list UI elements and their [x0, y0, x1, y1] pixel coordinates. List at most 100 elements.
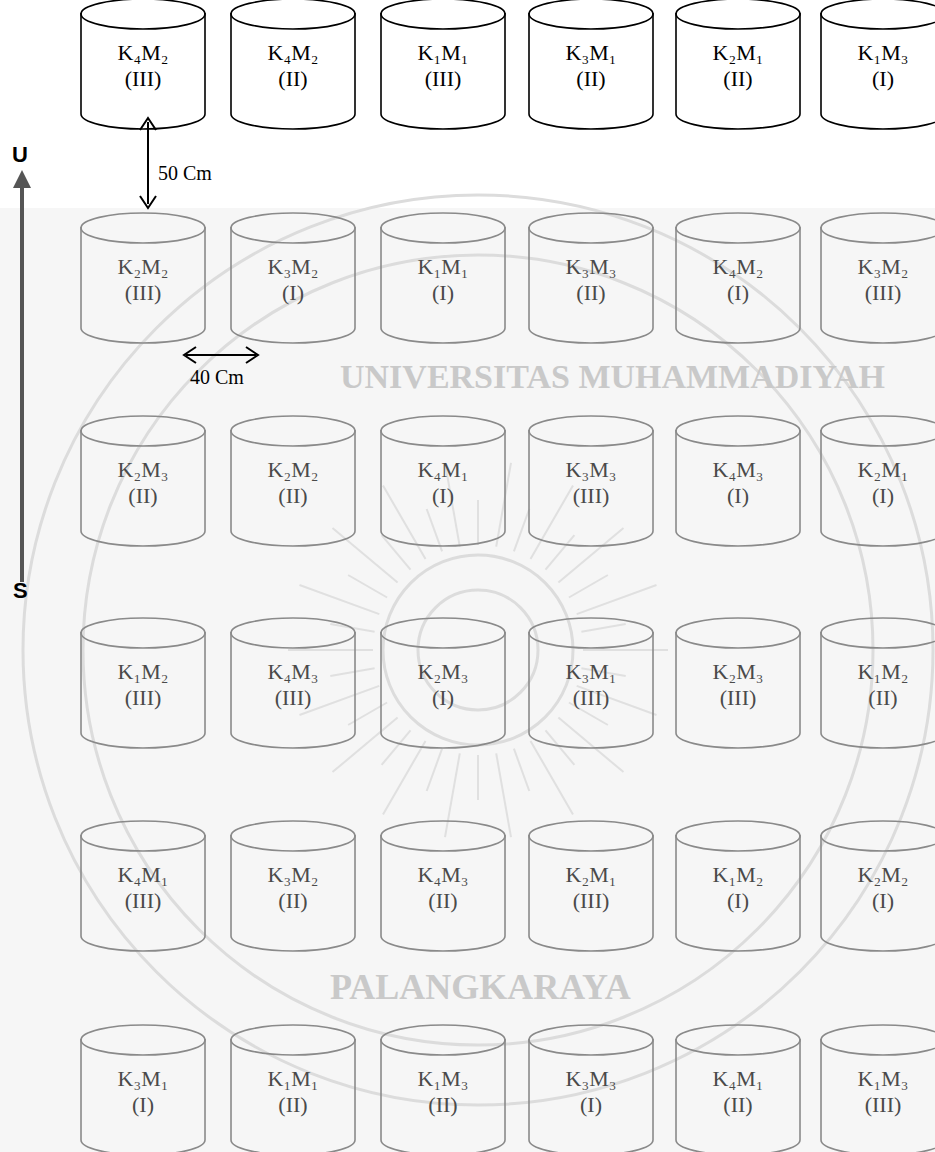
watermark-ray: [300, 686, 380, 715]
treatment-code: K₃M₂: [820, 254, 935, 280]
pot-body: [231, 632, 355, 748]
pot-body: [676, 227, 800, 343]
pot-rim: [529, 1025, 653, 1055]
treatment-code: K₁M₃: [380, 1066, 506, 1092]
pot-rim: [529, 821, 653, 851]
watermark-ray: [581, 624, 625, 632]
treatment-code: K₄M₂: [230, 40, 356, 66]
treatment-code: K₂M₂: [230, 457, 356, 483]
pot-body: [821, 227, 935, 343]
pot: K₄M₂(I): [675, 212, 801, 344]
watermark-ray: [558, 528, 623, 583]
pot: K₃M₁(I): [80, 1024, 206, 1152]
replicate-number: (III): [820, 280, 935, 306]
replicate-number: (I): [675, 483, 801, 509]
treatment-code: K₃M₂: [230, 862, 356, 888]
pot-body: [231, 13, 355, 129]
replicate-number: (II): [230, 483, 356, 509]
watermark-ray: [531, 486, 574, 560]
treatment-code: K₄M₁: [675, 1066, 801, 1092]
replicate-number: (I): [675, 280, 801, 306]
pot-rim: [81, 821, 205, 851]
replicate-number: (I): [820, 483, 935, 509]
replicate-number: (I): [675, 888, 801, 914]
watermark-ray: [383, 486, 426, 560]
pot-body: [81, 430, 205, 546]
pot: K₃M₁(III): [528, 617, 654, 749]
pot-body: [529, 632, 653, 748]
pot-body: [231, 835, 355, 951]
replicate-number: (II): [230, 1092, 356, 1118]
pot: K₁M₁(II): [230, 1024, 356, 1152]
dimension-arrowhead: [246, 347, 258, 363]
pot: K₁M₃(II): [380, 1024, 506, 1152]
pot-body: [381, 430, 505, 546]
replicate-number: (I): [528, 1092, 654, 1118]
pot-rim: [381, 213, 505, 243]
treatment-code: K₃M₁: [528, 659, 654, 685]
pot-rim: [381, 416, 505, 446]
pot-body: [676, 835, 800, 951]
replicate-number: (III): [380, 66, 506, 92]
pot: K₃M₃(II): [528, 212, 654, 344]
watermark-ray: [427, 749, 442, 791]
pot: K₄M₂(II): [230, 0, 356, 130]
pot-body: [381, 1039, 505, 1152]
dimension-line: [147, 122, 149, 204]
pot: K₄M₃(I): [675, 415, 801, 547]
pot-body: [529, 430, 653, 546]
pot: K₃M₃(III): [528, 415, 654, 547]
replicate-number: (II): [528, 280, 654, 306]
watermark-ray: [531, 741, 574, 815]
pot-body: [529, 227, 653, 343]
replicate-number: (I): [380, 483, 506, 509]
pot: K₄M₁(II): [675, 1024, 801, 1152]
watermark-emblem: [23, 195, 933, 1105]
pot-rim: [81, 213, 205, 243]
pot-body: [821, 632, 935, 748]
pot-rim: [529, 213, 653, 243]
pot-rim: [81, 0, 205, 29]
pot-rim: [676, 618, 800, 648]
treatment-code: K₁M₂: [675, 862, 801, 888]
south-label: S: [13, 578, 28, 604]
pot-body: [529, 13, 653, 129]
pot-body: [81, 632, 205, 748]
pot: K₂M₃(III): [675, 617, 801, 749]
watermark-ray: [477, 755, 479, 800]
pot-rim: [821, 416, 935, 446]
pot: K₁M₂(I): [675, 820, 801, 952]
pot: K₂M₃(II): [80, 415, 206, 547]
pot-rim: [676, 416, 800, 446]
watermark-ray: [583, 649, 668, 651]
pot-rim: [821, 1025, 935, 1055]
dimension-arrowhead: [140, 196, 156, 208]
pot-body: [81, 13, 205, 129]
pot-rim: [821, 213, 935, 243]
treatment-code: K₂M₃: [380, 659, 506, 685]
pot-body: [81, 1039, 205, 1152]
dimension-label: 50 Cm: [158, 162, 212, 185]
watermark-ground: [0, 208, 935, 1152]
pot-rim: [529, 618, 653, 648]
replicate-number: (I): [820, 888, 935, 914]
watermark-text: UNIVERSITAS MUHAMMADIYAH: [340, 358, 885, 396]
pot-rim: [676, 821, 800, 851]
treatment-code: K₂M₃: [675, 659, 801, 685]
treatment-code: K₄M₃: [230, 659, 356, 685]
treatment-code: K₄M₃: [675, 457, 801, 483]
replicate-number: (II): [820, 685, 935, 711]
pot-body: [676, 430, 800, 546]
replicate-number: (III): [80, 888, 206, 914]
pot-rim: [81, 416, 205, 446]
treatment-code: K₂M₁: [820, 457, 935, 483]
watermark-ray: [496, 753, 511, 837]
pot-body: [381, 13, 505, 129]
pot-body: [529, 835, 653, 951]
pot-rim: [381, 618, 505, 648]
pot-body: [676, 632, 800, 748]
replicate-number: (I): [80, 1092, 206, 1118]
pot-body: [821, 13, 935, 129]
dimension-arrowhead: [184, 347, 196, 363]
replicate-number: (III): [820, 1092, 935, 1118]
